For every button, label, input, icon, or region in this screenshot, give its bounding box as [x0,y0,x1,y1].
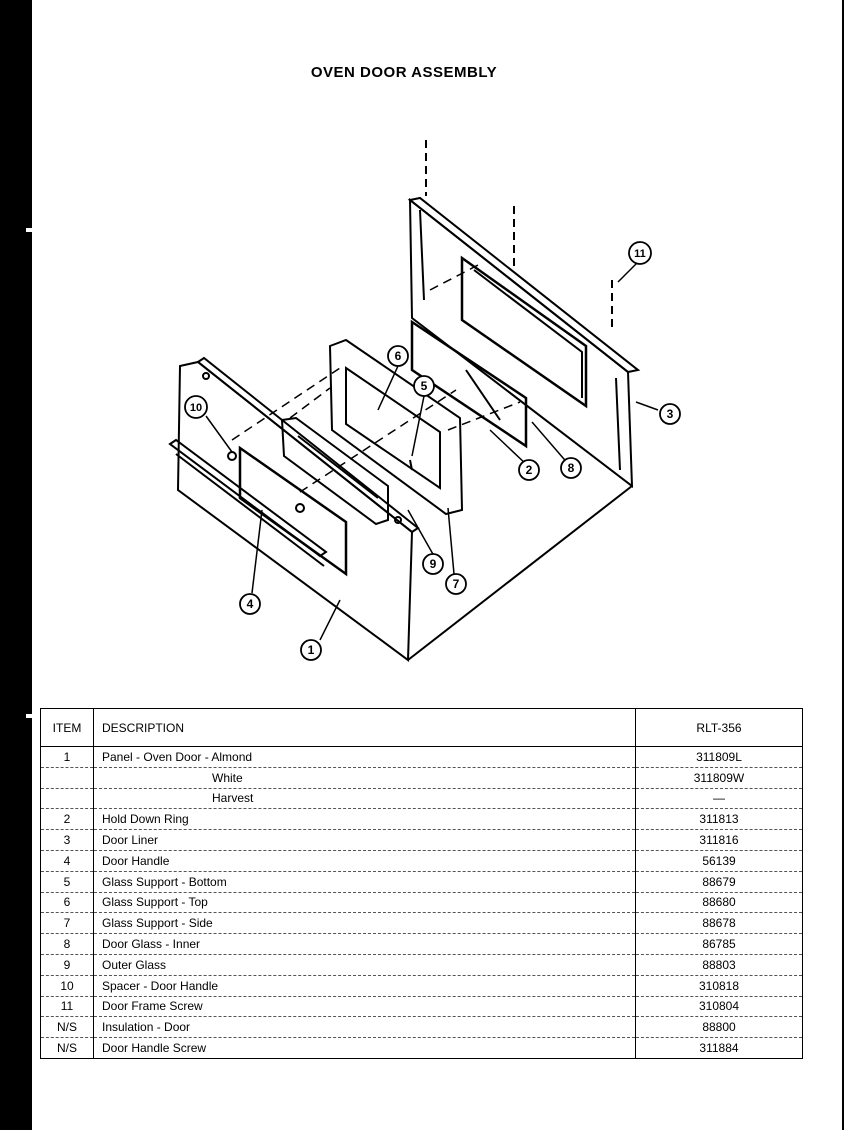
page-title: OVEN DOOR ASSEMBLY [310,64,498,81]
svg-text:7: 7 [453,577,460,591]
item-cell: 2 [40,808,94,831]
part-number-cell: 88679 [635,871,803,893]
item-cell: 3 [40,829,94,851]
callout-9: 9 [422,553,444,575]
part-number-cell: 86785 [635,933,803,955]
item-cell: N/S [40,1016,94,1039]
part-number-cell: 88678 [635,912,803,935]
item-cell [40,767,94,789]
svg-text:2: 2 [526,463,533,477]
callout-8: 8 [560,457,582,479]
part-number-cell: 311809L [635,746,803,768]
part-number-cell: 310818 [635,975,803,997]
scan-mark [26,228,32,232]
scan-right-border [842,0,844,1130]
part-number-cell: 311816 [635,829,803,851]
item-cell: 4 [40,850,94,872]
part-number-cell: 311813 [635,808,803,831]
part-number-cell: 310804 [635,996,803,1018]
description-cell: Spacer - Door Handle [93,975,636,997]
callout-7: 7 [445,573,467,595]
callout-2: 2 [518,459,540,481]
description-cell: Glass Support - Bottom [93,871,636,893]
hold-down-ring-part [328,338,464,516]
description-cell: Glass Support - Side [93,912,636,935]
svg-text:8: 8 [568,461,575,475]
description-cell: Glass Support - Top [93,892,636,914]
door-frame-screws [425,140,613,330]
part-number-cell: — [635,788,803,810]
part-number-cell: 311809W [635,767,803,789]
item-cell [40,788,94,810]
svg-text:5: 5 [421,379,428,393]
door-liner-part [407,196,641,489]
description-cell: White [93,767,636,789]
header-model: RLT-356 [635,708,803,747]
svg-text:11: 11 [634,248,646,260]
exploded-diagram: 1 2 3 4 5 6 7 8 9 10 11 [168,140,681,662]
parts-table-header: ITEM DESCRIPTION RLT-356 [40,708,803,747]
item-cell: 9 [40,954,94,976]
callout-11: 11 [628,241,652,265]
callout-1: 1 [300,639,322,661]
description-cell: Door Handle Screw [93,1037,636,1059]
header-description: DESCRIPTION [93,708,636,747]
outer-door-panel-part [168,356,420,662]
scan-mark [26,714,32,718]
callout-3: 3 [659,403,681,425]
part-number-cell: 56139 [635,850,803,872]
description-cell: Harvest [93,788,636,810]
callout-6: 6 [387,345,409,367]
svg-text:9: 9 [430,557,437,571]
item-cell: 10 [40,975,94,997]
item-cell: 1 [40,746,94,768]
description-cell: Hold Down Ring [93,808,636,831]
part-number-cell: 311884 [635,1037,803,1059]
description-cell: Insulation - Door [93,1016,636,1039]
description-cell: Outer Glass [93,954,636,976]
scan-left-border [0,0,32,1130]
svg-text:10: 10 [190,402,202,414]
callout-5: 5 [413,375,435,397]
item-cell: 5 [40,871,94,893]
part-number-cell: 88680 [635,892,803,914]
item-cell: 8 [40,933,94,955]
description-cell: Panel - Oven Door - Almond [93,746,636,768]
description-cell: Door Frame Screw [93,996,636,1018]
item-cell: 11 [40,996,94,1018]
callout-10: 10 [184,395,208,419]
svg-text:3: 3 [667,407,674,421]
header-item: ITEM [40,708,94,747]
description-cell: Door Liner [93,829,636,851]
description-cell: Door Handle [93,850,636,872]
item-cell: 7 [40,912,94,935]
table-row: Harvest— [40,788,803,810]
description-cell: Door Glass - Inner [93,933,636,955]
svg-text:1: 1 [308,643,315,657]
svg-text:6: 6 [395,349,402,363]
svg-text:4: 4 [247,597,254,611]
item-cell: 6 [40,892,94,914]
part-number-cell: 88803 [635,954,803,976]
callout-4: 4 [239,593,261,615]
item-cell: N/S [40,1037,94,1059]
part-number-cell: 88800 [635,1016,803,1039]
